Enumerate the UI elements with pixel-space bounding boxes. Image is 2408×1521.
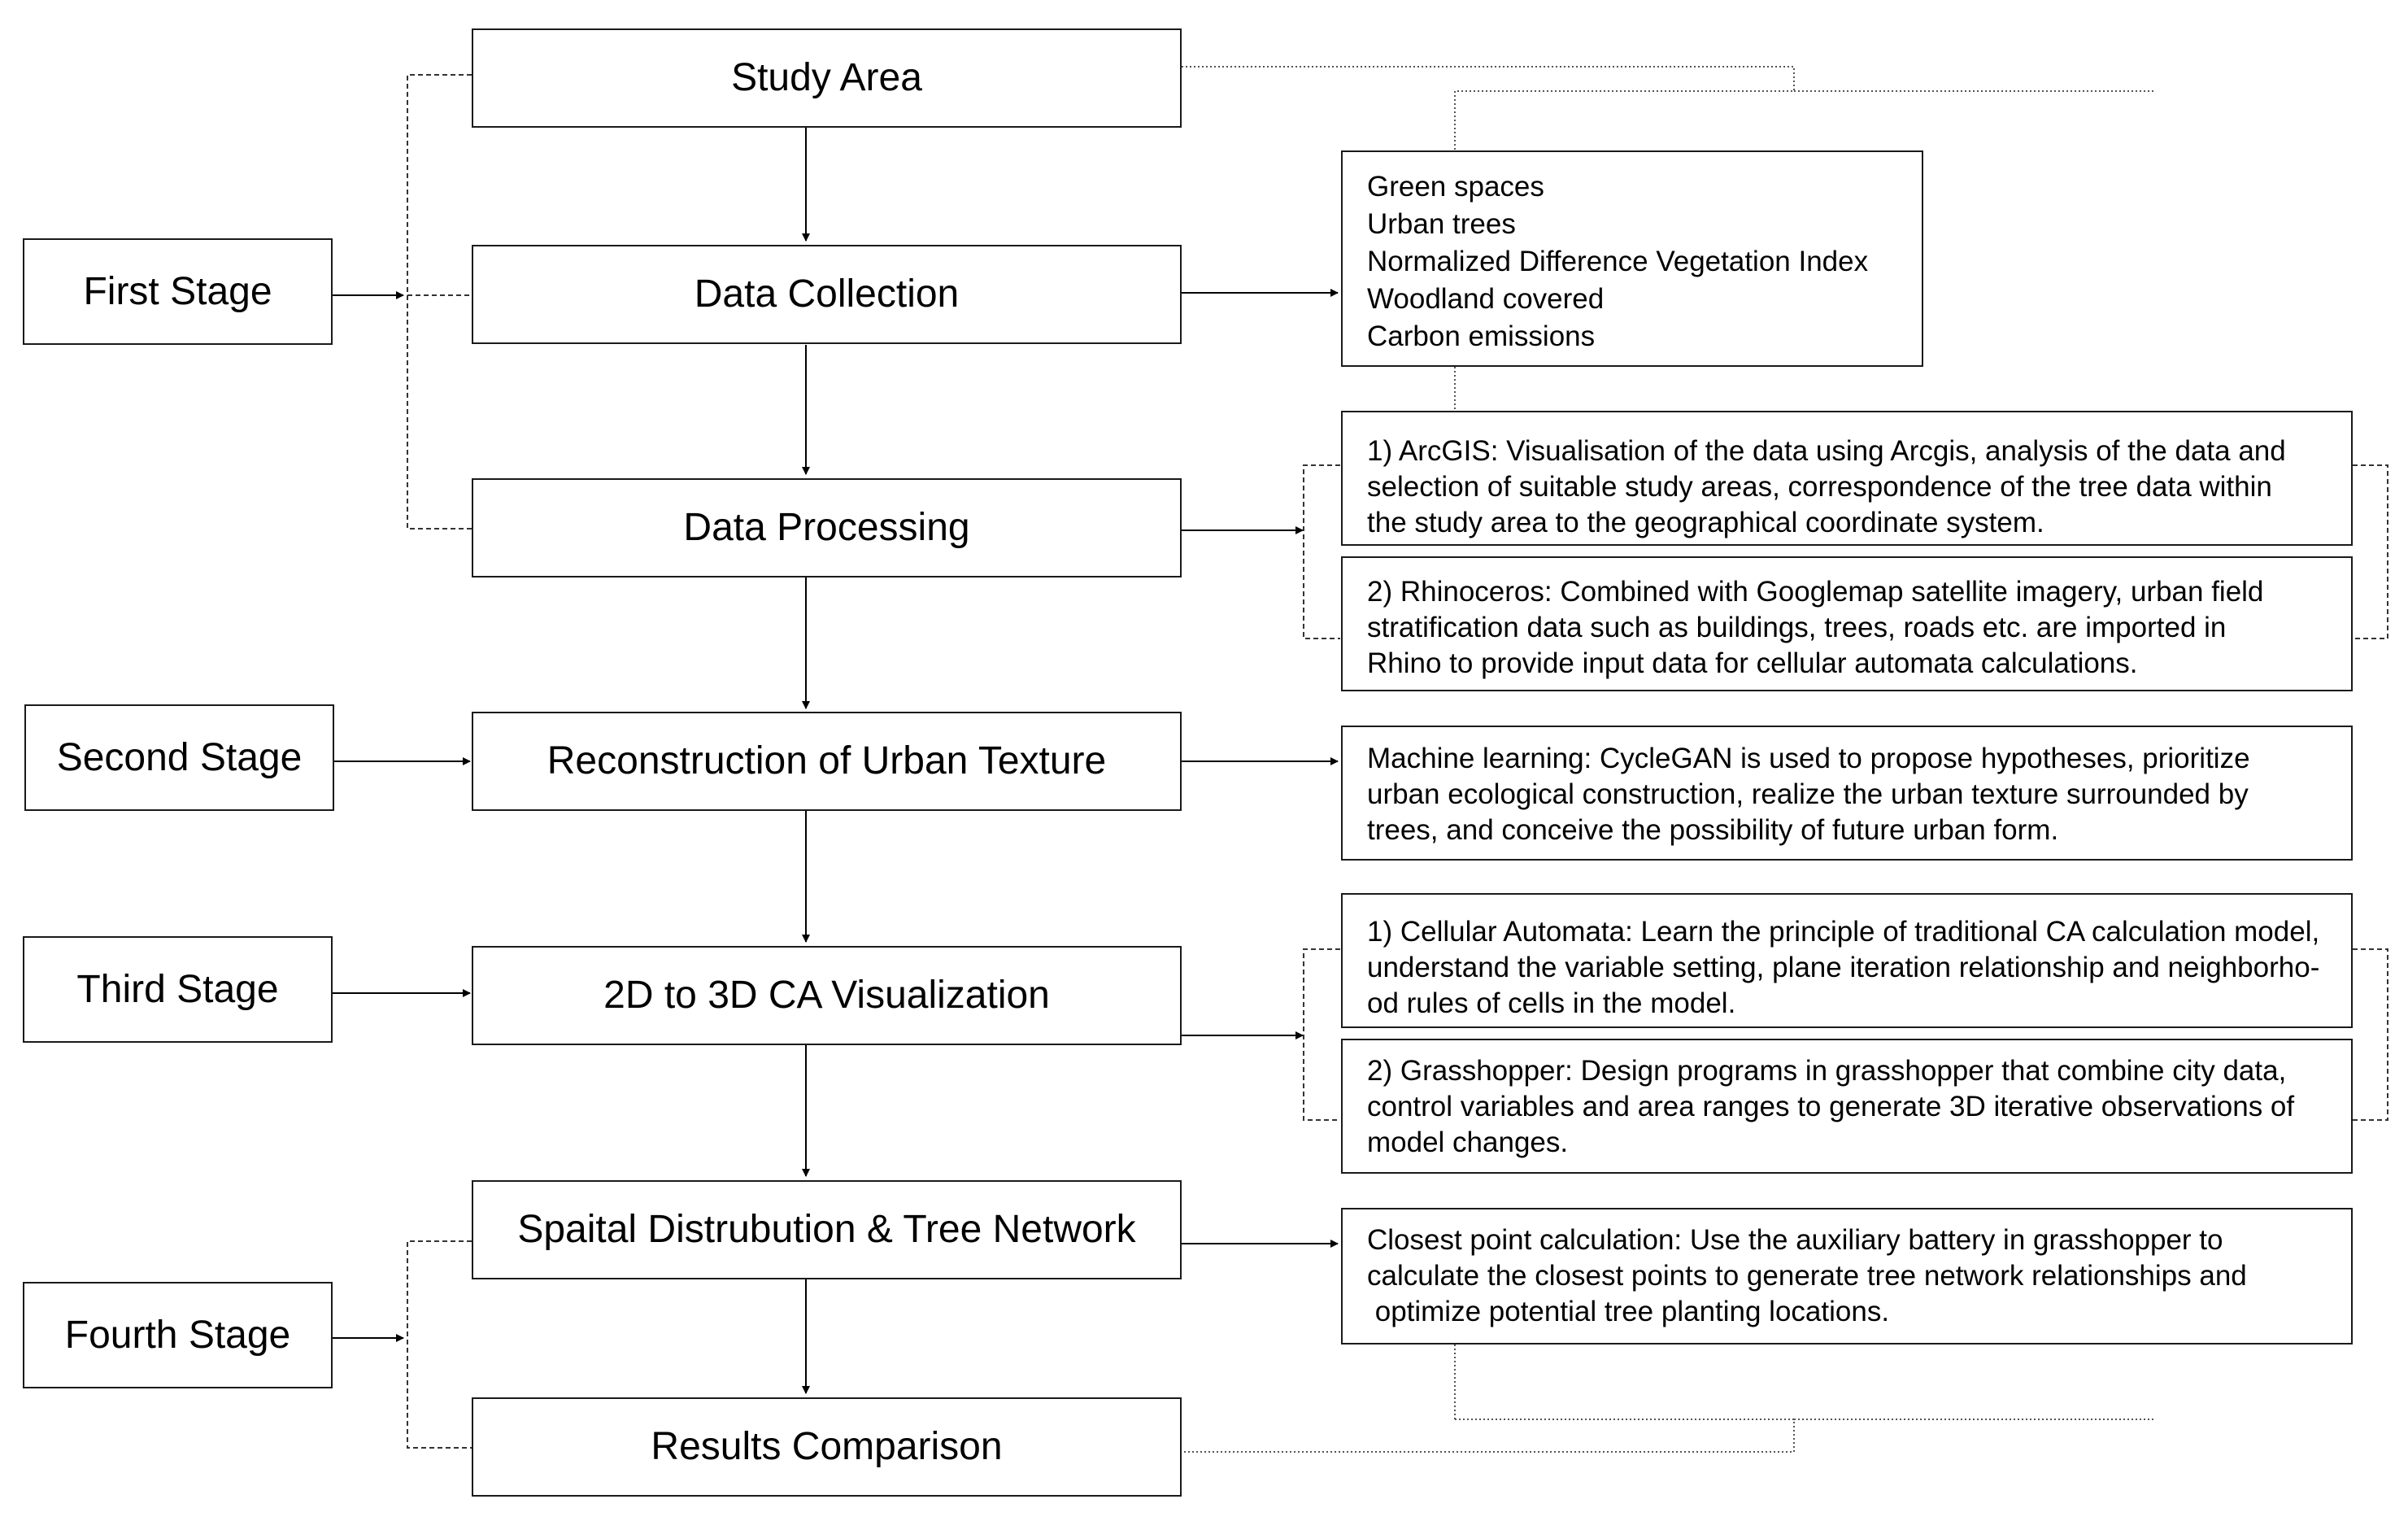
step-study-area-label: Study Area [731,56,922,99]
step-data-collection-label: Data Collection [694,272,960,316]
rhinoceros-text-line: Rhino to provide input data for cellular… [1367,647,2138,679]
dashed-brackets [407,74,2388,1449]
stage-arrows [333,291,471,1342]
closest-point-text-line: Closest point calculation: Use the auxil… [1367,1224,2223,1256]
stage-fourth-label: Fourth Stage [64,1313,291,1357]
machine-learning-text-line: urban ecological construction, realize t… [1367,778,2249,810]
step-data-processing-box: Data Processing [472,478,1182,577]
step-spatial-distribution-box: Spaital Distrubution & Tree Network [472,1180,1182,1279]
step-study-area-box: Study Area [472,28,1182,128]
detail-rhinoceros-box: 2) Rhinoceros: Combined with Googlemap s… [1341,556,2353,691]
detail-data-list-box: Green spaces Urban trees Normalized Diff… [1341,150,1923,367]
detail-arrows [1182,289,1339,1248]
stage-third-box: Third Stage [23,936,333,1043]
arcgis-text-line: 1) ArcGIS: Visualisation of the data usi… [1367,435,2286,467]
data-list-item: Green spaces [1367,171,1544,203]
detail-closest-point-box: Closest point calculation: Use the auxil… [1341,1208,2353,1344]
grasshopper-text-line: model changes. [1367,1127,1569,1158]
detail-arcgis-box: 1) ArcGIS: Visualisation of the data usi… [1341,411,2353,546]
arcgis-text-line: the study area to the geographical coord… [1367,507,2044,538]
data-list-item: Woodland covered [1367,283,1605,315]
step-data-collection-box: Data Collection [472,245,1182,344]
stage-second-label: Second Stage [56,735,303,779]
arcgis-text-line: selection of suitable study areas, corre… [1367,471,2272,503]
detail-machine-learning-box: Machine learning: CycleGAN is used to pr… [1341,726,2353,861]
data-list-item: Normalized Difference Vegetation Index [1367,246,1869,277]
detail-cellular-automata-box: 1) Cellular Automata: Learn the principl… [1341,893,2353,1028]
step-reconstruction-label: Reconstruction of Urban Texture [546,739,1107,782]
closest-point-text-line: optimize potential tree planting locatio… [1367,1296,1890,1327]
stage-first-label: First Stage [83,269,272,313]
stage-second-box: Second Stage [24,704,334,811]
stage-third-label: Third Stage [76,967,279,1011]
cellular-automata-text-line: understand the variable setting, plane i… [1367,952,2320,983]
dotted-frame-lines [1182,66,2155,1453]
stage-first-box: First Stage [23,238,333,345]
cellular-automata-text-line: 1) Cellular Automata: Learn the principl… [1367,916,2320,948]
step-reconstruction-box: Reconstruction of Urban Texture [472,712,1182,811]
closest-point-text-line: calculate the closest points to generate… [1367,1260,2247,1292]
grasshopper-text-line: 2) Grasshopper: Design programs in grass… [1367,1055,2287,1087]
rhinoceros-text-line: stratification data such as buildings, t… [1367,612,2227,643]
step-ca-visualization-label: 2D to 3D CA Visualization [603,974,1050,1017]
step-results-comparison-label: Results Comparison [651,1425,1003,1468]
stage-fourth-box: Fourth Stage [23,1282,333,1388]
data-list-item: Carbon emissions [1367,320,1596,352]
step-results-comparison-box: Results Comparison [472,1397,1182,1497]
detail-grasshopper-box: 2) Grasshopper: Design programs in grass… [1341,1039,2353,1174]
machine-learning-text-line: Machine learning: CycleGAN is used to pr… [1367,743,2250,774]
step-spatial-distribution-label: Spaital Distrubution & Tree Network [517,1208,1136,1251]
cellular-automata-text-line: od rules of cells in the model. [1367,987,1736,1019]
grasshopper-text-line: control variables and area ranges to gen… [1367,1091,2295,1122]
data-list-item: Urban trees [1367,208,1516,240]
step-ca-visualization-box: 2D to 3D CA Visualization [472,946,1182,1045]
machine-learning-text-line: trees, and conceive the possibility of f… [1367,814,2059,846]
step-data-processing-label: Data Processing [683,506,970,549]
rhinoceros-text-line: 2) Rhinoceros: Combined with Googlemap s… [1367,576,2264,608]
